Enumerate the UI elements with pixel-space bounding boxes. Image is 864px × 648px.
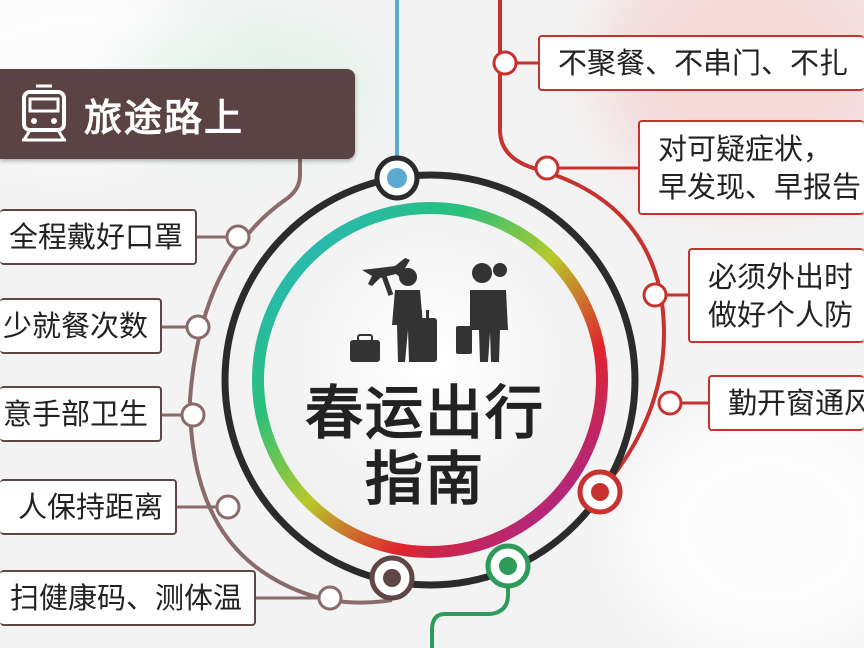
- brown-route-line: [187, 159, 393, 605]
- tip-box: 全程戴好口罩: [0, 209, 197, 265]
- hub-node-brown: [369, 555, 415, 601]
- section-title: 旅途路上: [84, 95, 245, 140]
- station-node: [180, 402, 206, 428]
- train-icon: [22, 84, 66, 142]
- tip-text: 做好个人防: [708, 297, 854, 332]
- tip-box: 少就餐次数: [0, 298, 162, 354]
- tip-box: 扫健康码、测体温: [0, 570, 256, 626]
- tip-text: 少就餐次数: [2, 308, 148, 343]
- station-node: [185, 314, 211, 340]
- travelers-icon: [350, 258, 508, 362]
- hub-node-blue: [374, 155, 420, 201]
- tip-text: 人保持距离: [17, 489, 163, 524]
- tip-box: 意手部卫生: [0, 386, 162, 442]
- outer-ring: [221, 171, 639, 589]
- red-route-line: [498, 0, 666, 494]
- hub-node-red: [577, 469, 623, 515]
- center-title: 春运出行 指南: [300, 380, 550, 512]
- tip-box: 对可疑症状， 早发现、早报告: [638, 120, 864, 215]
- tip-text: 不聚餐、不串门、不扎: [558, 45, 849, 80]
- station-node: [225, 224, 251, 250]
- tip-text: 勤开窗通风: [728, 385, 864, 420]
- station-node: [657, 390, 683, 416]
- tip-text: 意手部卫生: [2, 396, 148, 431]
- tip-text: 对可疑症状，: [658, 131, 833, 166]
- tip-box: 勤开窗通风: [708, 375, 864, 431]
- tip-text: 必须外出时: [708, 259, 854, 294]
- station-node: [317, 585, 343, 611]
- tip-text: 全程戴好口罩: [8, 219, 183, 254]
- section-header: 旅途路上: [0, 69, 355, 159]
- center-title-line: 指南: [364, 445, 485, 513]
- station-node: [642, 282, 668, 308]
- rainbow-ring: [252, 202, 608, 558]
- station-node: [534, 155, 560, 181]
- tip-box: 必须外出时 做好个人防: [688, 248, 864, 343]
- station-node: [492, 50, 518, 76]
- center-title-line: 春运出行: [304, 379, 545, 447]
- station-node: [215, 494, 241, 520]
- tip-box: 人保持距离: [0, 479, 177, 535]
- tip-box: 不聚餐、不串门、不扎: [538, 35, 864, 91]
- tip-text: 早发现、早报告: [658, 169, 862, 204]
- green-route-line: [430, 570, 510, 648]
- hub-node-green: [485, 543, 531, 589]
- tip-text: 扫健康码、测体温: [9, 580, 242, 615]
